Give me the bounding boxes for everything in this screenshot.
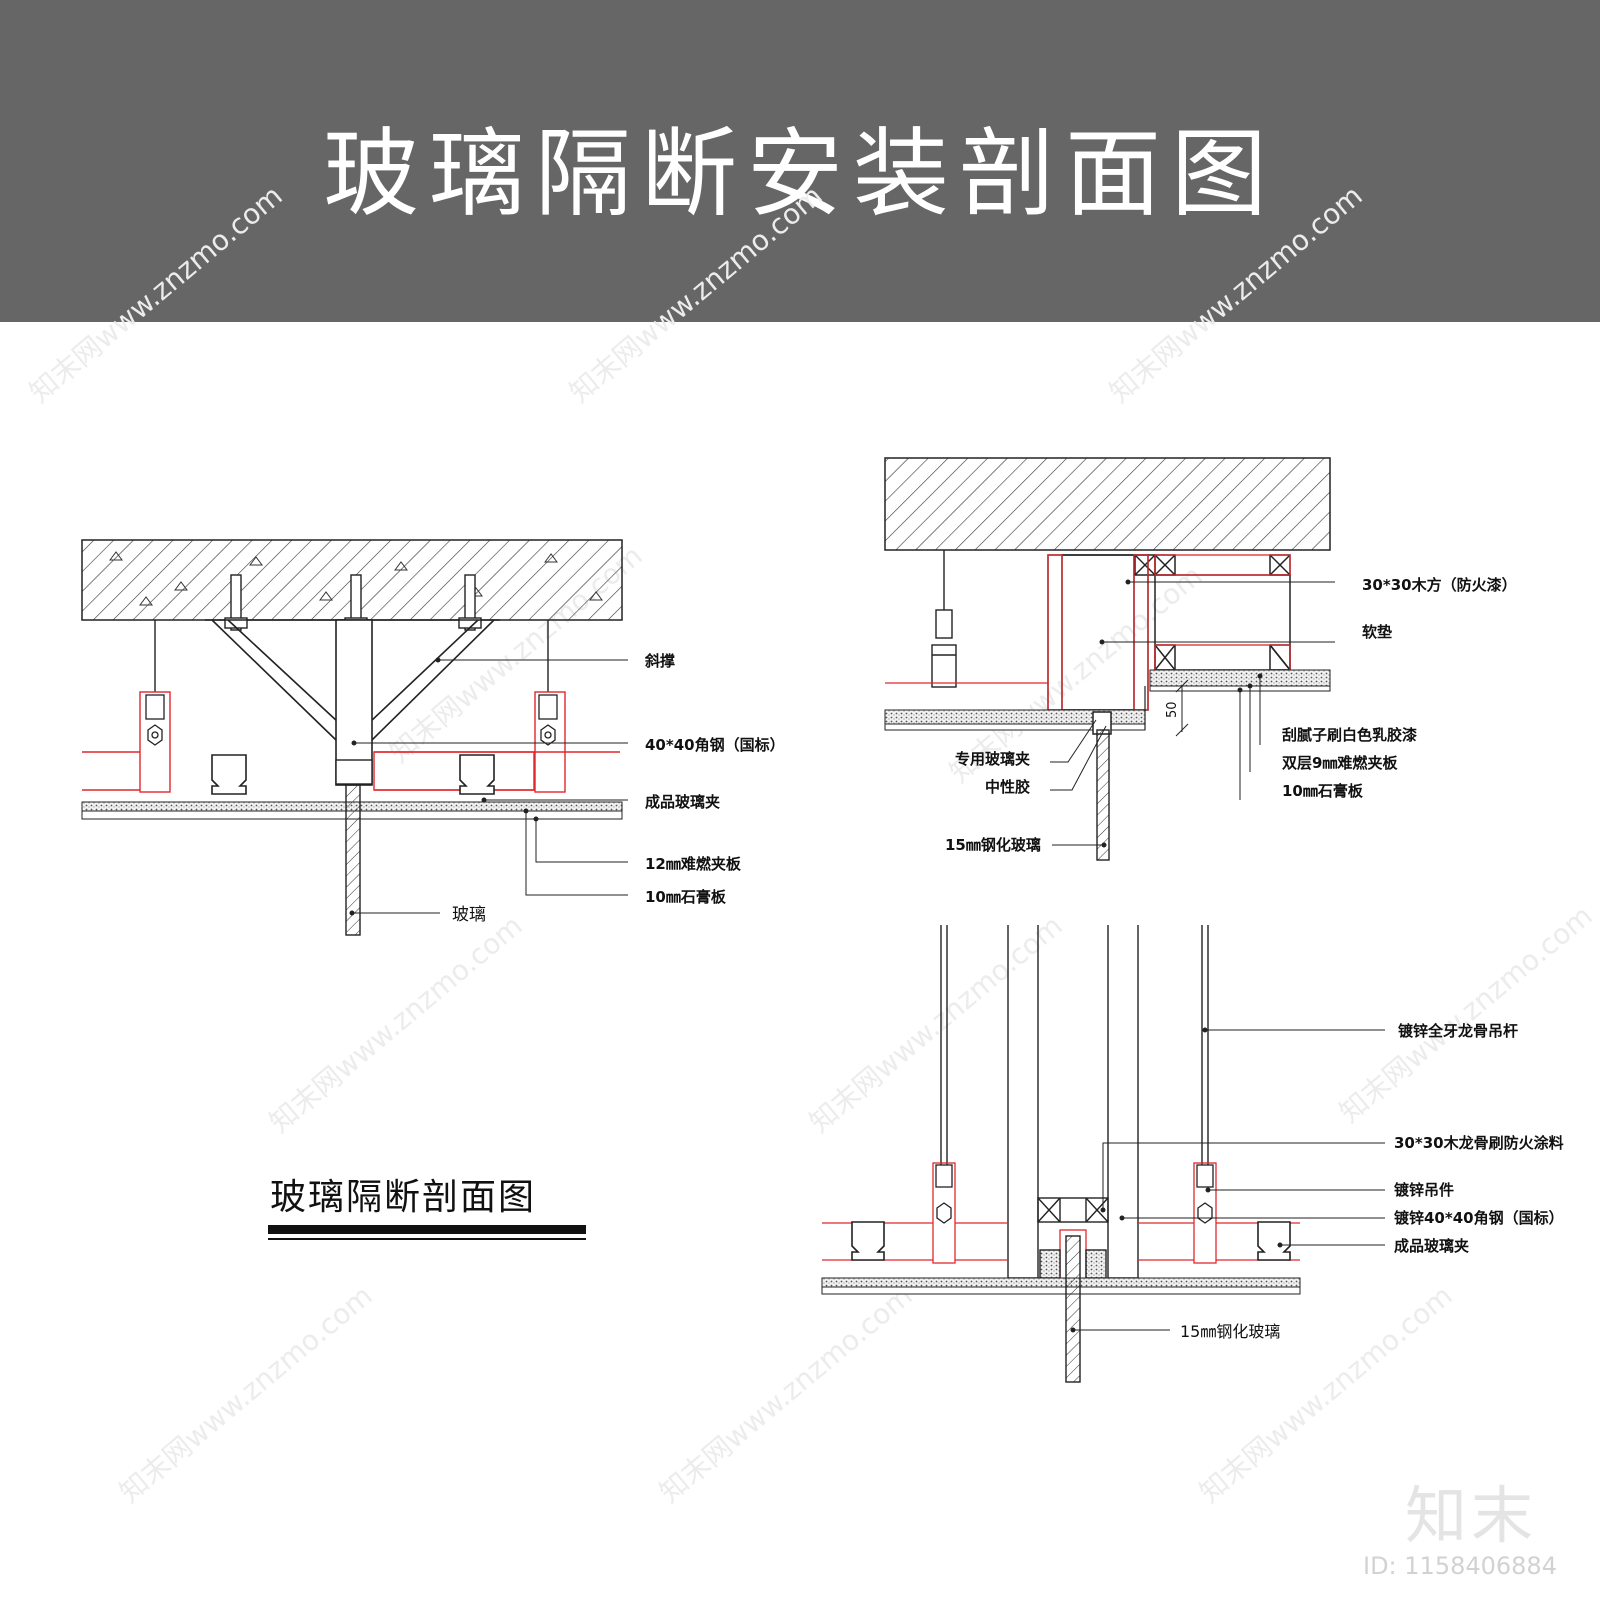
aggregate-marks [109, 551, 603, 606]
right-bottom-section: 镀锌全牙龙骨吊杆 30*30木龙骨刷防火涂料 镀锌吊件 镀锌40*40角钢（国标… [821, 925, 1564, 1383]
leader-lines-top [1050, 579, 1335, 848]
leader-lines [349, 657, 628, 916]
left-section: 斜撑 40*40角钢（国标） 成品玻璃夹 12㎜难燃夹板 10㎜石膏板 玻璃 [81, 539, 785, 1240]
label-rod: 镀锌全牙龙骨吊杆 [1398, 1022, 1518, 1040]
label-brace: 斜撑 [644, 652, 675, 670]
vertical-members [940, 925, 1209, 1279]
angle-steel-post [335, 619, 373, 786]
post-base [335, 759, 373, 785]
label-wood-keel: 30*30木龙骨刷防火涂料 [1394, 1134, 1564, 1152]
hanger-clamps [145, 694, 558, 746]
red-keel-lines [82, 691, 620, 793]
label-tempered-glass-bottom: 15㎜钢化玻璃 [1180, 1322, 1280, 1341]
tempered-glass-bottom [1065, 1235, 1081, 1383]
glass-panel [345, 784, 361, 936]
concrete-slab-top [884, 457, 1331, 551]
glass-clips [211, 754, 495, 795]
bottom-glass-clips [851, 1221, 1291, 1261]
top-hanger [931, 550, 957, 688]
page-title: 玻璃隔断安装剖面图 [323, 117, 1277, 230]
tempered-glass-top [1096, 729, 1110, 861]
bottom-gypsum-layer [821, 1286, 1301, 1295]
bottom-board-layer [821, 1277, 1301, 1288]
label-tempered-glass-top: 15㎜钢化玻璃 [945, 836, 1041, 854]
label-angle-steel-bottom: 镀锌40*40角钢（国标） [1394, 1209, 1564, 1227]
leader-lines-bottom [1070, 1027, 1385, 1333]
label-glass: 玻璃 [452, 905, 486, 925]
dimension-mark [1175, 679, 1189, 737]
label-sealant: 中性胶 [985, 778, 1030, 796]
section-subtitle: 玻璃隔断剖面图 [270, 1177, 537, 1218]
hanger-rods [154, 620, 549, 692]
label-gypsum: 10㎜石膏板 [645, 888, 727, 906]
diagonal-braces [205, 619, 500, 741]
right-top-section: 50 30*30木方（防火漆） 软垫 刮腻子刷白色乳胶漆 双层9㎜难燃夹板 10… [884, 457, 1517, 861]
label-soft-pad: 软垫 [1362, 623, 1392, 641]
label-gypsum-top: 10㎜石膏板 [1282, 782, 1364, 800]
label-double-board: 双层9㎜难燃夹板 [1282, 754, 1398, 772]
step-board [1149, 669, 1331, 687]
bottom-hangers [935, 1164, 1214, 1224]
label-special-clip: 专用玻璃夹 [955, 750, 1030, 768]
watermark-id: ID: 1158406884 [1363, 1552, 1557, 1580]
dimension-value: 50 [1165, 701, 1180, 718]
label-wood-square: 30*30木方（防火漆） [1362, 576, 1517, 594]
watermark-logo: 知末 [1405, 1479, 1538, 1552]
label-angle-steel: 40*40角钢（国标） [645, 736, 785, 754]
subtitle-underline-thin [268, 1238, 586, 1240]
title-banner: 玻璃隔断安装剖面图 [0, 0, 1600, 322]
label-glass-clip-bottom: 成品玻璃夹 [1394, 1237, 1469, 1255]
label-fire-board: 12㎜难燃夹板 [645, 855, 742, 873]
label-hanger: 镀锌吊件 [1394, 1181, 1454, 1199]
label-paint: 刮腻子刷白色乳胶漆 [1282, 726, 1417, 744]
subtitle-underline-thick [268, 1225, 586, 1234]
label-glass-clip: 成品玻璃夹 [645, 793, 720, 811]
